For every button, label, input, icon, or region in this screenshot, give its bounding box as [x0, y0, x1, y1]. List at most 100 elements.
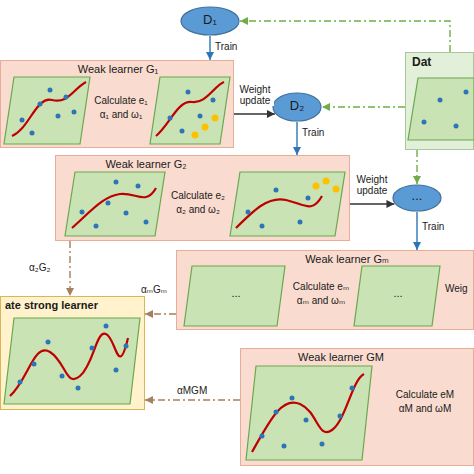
data-plane	[65, 172, 165, 236]
data-point	[464, 90, 469, 95]
data-point	[48, 88, 53, 93]
data-point	[76, 386, 81, 391]
data-point	[136, 184, 141, 189]
data-point	[211, 98, 216, 103]
node-text: αM and ωM	[389, 403, 461, 415]
box-title: Weak learner G₂	[76, 158, 216, 171]
data-point	[64, 95, 69, 100]
ellipse-shape	[393, 185, 441, 211]
node-text: D₂	[272, 99, 322, 114]
data-point	[114, 368, 119, 373]
fit-curve	[12, 82, 86, 136]
data-plane	[150, 77, 230, 144]
edge-label: Train	[421, 221, 445, 232]
node-text: α₂ and ω₂	[166, 204, 230, 216]
fit-curve	[236, 196, 322, 228]
node-text: ...	[378, 287, 418, 300]
dataset-panel	[408, 78, 474, 140]
data-point	[290, 396, 295, 401]
learner-gM-panel	[246, 366, 372, 460]
fit-curve	[10, 334, 128, 396]
data-point	[30, 131, 35, 136]
learner-g2-panels	[65, 172, 345, 236]
box-title: Dat	[412, 56, 472, 70]
data-point	[80, 210, 85, 215]
data-point	[186, 90, 191, 95]
data-point	[94, 224, 99, 229]
data-point	[438, 98, 443, 103]
misclassified-point	[212, 115, 219, 122]
data-point	[32, 362, 37, 367]
data-point	[56, 114, 61, 119]
flow-arrow	[416, 212, 417, 250]
edge-label: αMGM	[176, 385, 208, 396]
weak-learner-box: Weak learner GM Calculate eM αM and ωM	[240, 348, 474, 466]
box-title: Weak learner Gₘ	[287, 253, 407, 266]
data-point	[180, 129, 185, 134]
edge-label: α₂G₂	[28, 262, 51, 273]
distribution-ellipse: ...	[392, 184, 442, 212]
data-point	[274, 188, 279, 193]
misclassified-point	[333, 186, 340, 193]
data-point	[298, 220, 303, 225]
data-plane	[4, 77, 90, 144]
data-point	[274, 410, 279, 415]
node-text: Calculate eM	[389, 389, 461, 401]
data-point	[320, 442, 325, 447]
node-text: αₘ and ωₘ	[289, 295, 353, 307]
data-point	[246, 210, 251, 215]
data-point	[198, 114, 203, 119]
cut-label: Weig	[445, 283, 468, 295]
edge-label: Train	[214, 41, 238, 52]
distribution-ellipse: D₁	[180, 6, 240, 36]
edge-label: Weight update	[353, 174, 391, 196]
data-plane	[230, 172, 345, 236]
misclassified-point	[313, 183, 320, 190]
node-text: ...	[392, 189, 442, 204]
dashdot-arrow	[145, 399, 240, 400]
misclassified-point	[202, 124, 209, 131]
data-point	[104, 324, 109, 329]
strong-learner-box: ate strong learner	[0, 296, 145, 410]
node-text: D₁	[180, 13, 240, 28]
fit-curve	[72, 188, 156, 228]
misclassified-point	[323, 178, 330, 185]
edge-label: Weight update	[236, 84, 274, 106]
dashdot-arrow	[240, 21, 450, 52]
fit-curve	[156, 82, 224, 136]
data-point	[306, 196, 311, 201]
data-point	[124, 344, 129, 349]
data-point	[144, 220, 149, 225]
fit-curve	[252, 374, 364, 452]
dashdot-arrow	[416, 150, 417, 184]
node-text: Calculate e₂	[166, 190, 230, 202]
ellipse-shape	[273, 93, 321, 121]
data-point	[454, 124, 459, 129]
data-point	[20, 118, 25, 123]
flow-arrow	[234, 113, 275, 114]
box-title: Weak learner G₁	[1, 63, 235, 76]
data-point	[124, 211, 129, 216]
strong-learner-panel	[4, 318, 140, 404]
edge-label: Train	[301, 127, 325, 138]
data-plane	[354, 266, 440, 326]
flow-arrow	[350, 203, 394, 204]
weak-learner-box: Weak learner Gₘ...Calculate eₘαₘ and ωₘ.…	[176, 250, 474, 330]
data-point	[18, 380, 23, 385]
data-plane	[408, 78, 474, 140]
weak-learner-box: Weak learner G₂ Calculate e₂ α₂ and ω₂	[55, 155, 350, 241]
data-point	[114, 180, 119, 185]
data-point	[60, 374, 65, 379]
weak-learner-box: Weak learner G₁Calculate e₁α₁ and ω₁	[0, 60, 234, 148]
data-plane	[184, 266, 285, 326]
learner-gm-panels	[184, 266, 440, 326]
node-text: ...	[216, 287, 256, 300]
box-title: ate strong learner	[5, 299, 143, 312]
data-point	[304, 418, 309, 423]
data-plane	[4, 318, 140, 404]
box-title: Weak learner GM	[281, 351, 401, 364]
ellipse-shape	[181, 7, 239, 35]
node-text: α₁ and ω₁	[89, 109, 153, 121]
